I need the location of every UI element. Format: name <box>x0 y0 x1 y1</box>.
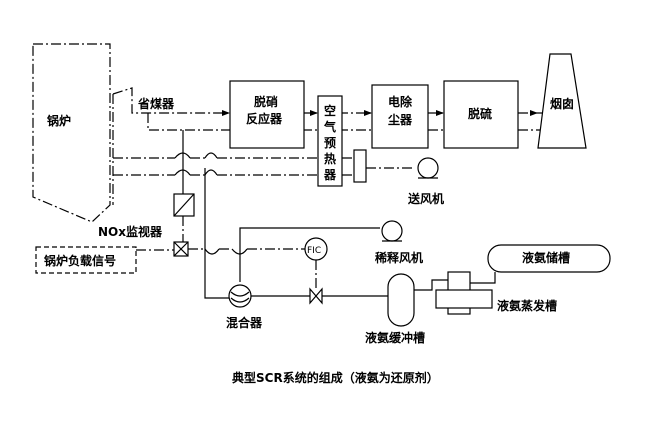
air-preheater-box <box>317 95 343 187</box>
fgd-label: 脱硫 <box>468 106 492 121</box>
economizer-label: 省煤器 <box>137 96 175 111</box>
control-valve <box>309 287 323 305</box>
dilution-fan-label: 稀释风机 <box>375 250 423 265</box>
mixer-label: 混合器 <box>226 315 263 330</box>
duct-arrow-5 <box>530 110 538 116</box>
air-duct-crossover-2 <box>204 152 218 176</box>
duct-arrow-4 <box>436 110 444 116</box>
duct-arrow-1 <box>222 110 230 116</box>
scr-reactor-label-1: 脱硝 <box>254 94 278 109</box>
fd-fan-label: 送风机 <box>407 191 444 206</box>
chimney-label: 烟囱 <box>550 96 574 111</box>
duct-arrow-3 <box>364 110 372 116</box>
boiler-load-signal-box <box>35 246 137 274</box>
controller-x <box>173 241 189 257</box>
ammonia-buffer-label: 液氨缓冲槽 <box>365 330 425 345</box>
air-preheater-char-3: 热 <box>324 151 336 166</box>
boiler-load-signal-label: 锅炉负载信号 <box>44 253 116 268</box>
fd-fan-circle <box>417 157 439 179</box>
evaporator-inner <box>435 289 493 309</box>
esp-box <box>371 84 429 149</box>
fgd-box <box>443 80 519 149</box>
nox-monitor-label: NOx监视器 <box>98 224 163 239</box>
signal-crossover-1 <box>204 248 220 255</box>
ammonia-evaporator-label: 液氨蒸发槽 <box>497 298 557 313</box>
injection-pipe <box>204 168 230 299</box>
duct-arrow-2 <box>310 110 318 116</box>
esp-label-2: 尘器 <box>388 112 413 127</box>
nox-monitor-diag <box>173 193 195 217</box>
boiler-outline <box>32 43 111 223</box>
air-preheater-char-4: 器 <box>323 168 337 182</box>
dilution-fan-circle <box>381 220 403 242</box>
buffer-to-evaporator <box>414 279 448 291</box>
air-preheater-char-0: 空 <box>324 103 336 118</box>
mixer-lines <box>230 291 250 303</box>
esp-label-1: 电除 <box>388 94 413 109</box>
fic-label: FIC <box>307 246 321 256</box>
scr-reactor-label-2: 反应器 <box>246 111 283 126</box>
ammonia-buffer-tank <box>387 273 415 327</box>
dilution-air-line <box>239 227 380 282</box>
boiler-label: 锅炉 <box>47 113 71 128</box>
ammonia-storage-label: 液氨储槽 <box>522 250 570 265</box>
economizer-duct <box>112 87 230 205</box>
ammonia-storage-tank <box>487 244 611 273</box>
air-preheater-char-1: 气 <box>323 119 336 134</box>
diagram-caption: 典型SCR系统的组成（液氨为还原剂） <box>232 370 439 385</box>
storage-to-evaporator <box>470 272 496 284</box>
air-damper-box <box>353 149 367 183</box>
scr-reactor-box <box>229 80 305 149</box>
chimney-shape <box>537 53 587 149</box>
air-preheater-char-2: 预 <box>324 136 336 150</box>
